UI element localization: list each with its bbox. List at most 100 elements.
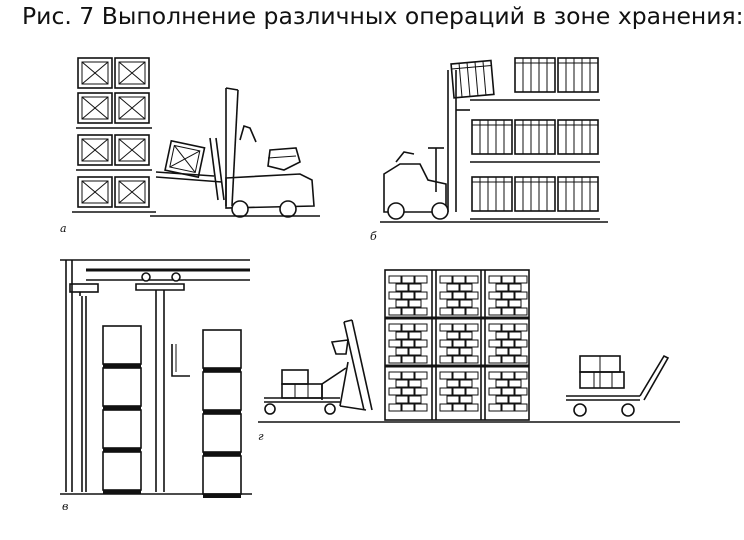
brick — [439, 403, 453, 412]
brick — [452, 339, 466, 348]
brick — [514, 355, 528, 364]
brick — [446, 283, 460, 292]
brick — [439, 323, 453, 332]
brick — [495, 283, 509, 292]
brick — [501, 307, 515, 316]
brick — [465, 323, 479, 332]
brick — [388, 291, 402, 300]
brick — [395, 347, 409, 356]
brick — [459, 331, 473, 340]
brick — [439, 307, 453, 316]
brick — [388, 307, 402, 316]
brick — [465, 339, 479, 348]
brick — [401, 387, 415, 396]
brick — [452, 323, 466, 332]
brick — [414, 403, 428, 412]
brick — [388, 403, 402, 412]
brick — [488, 355, 502, 364]
brick — [495, 395, 509, 404]
trolley-g-left — [264, 369, 340, 415]
brick — [495, 299, 509, 308]
brick — [501, 387, 515, 396]
bin-stack-v-right — [202, 329, 242, 499]
panel-v: в — [60, 259, 252, 513]
brick — [465, 275, 479, 284]
brick — [408, 283, 422, 292]
forklift-b — [380, 59, 608, 223]
brick — [439, 291, 453, 300]
brick — [501, 275, 515, 284]
brick — [488, 339, 502, 348]
forklift-a — [150, 87, 320, 218]
figure-title: Рис. 7 Выполнение различных операций в з… — [22, 2, 744, 30]
brick — [495, 331, 509, 340]
rack-g — [384, 269, 530, 421]
brick — [446, 379, 460, 388]
box-stack-b — [470, 57, 600, 220]
brick — [452, 307, 466, 316]
brick — [408, 395, 422, 404]
brick — [452, 355, 466, 364]
brick — [388, 339, 402, 348]
brick — [465, 371, 479, 380]
brick — [395, 395, 409, 404]
brick — [508, 379, 522, 388]
brick — [401, 323, 415, 332]
brick — [401, 371, 415, 380]
brick — [495, 379, 509, 388]
brick — [465, 387, 479, 396]
brick — [452, 387, 466, 396]
brick — [514, 387, 528, 396]
brick — [495, 347, 509, 356]
brick — [459, 379, 473, 388]
brick — [401, 403, 415, 412]
brick — [401, 275, 415, 284]
brick — [388, 387, 402, 396]
crate-stack-a — [72, 57, 156, 213]
brick — [508, 331, 522, 340]
brick — [401, 339, 415, 348]
brick — [452, 275, 466, 284]
brick — [514, 307, 528, 316]
brick — [501, 323, 515, 332]
brick — [459, 347, 473, 356]
panel-label-g: г — [258, 430, 264, 443]
storage-operations-figure: а — [60, 57, 680, 513]
brick — [414, 291, 428, 300]
brick — [408, 299, 422, 308]
overhead-crane-v — [60, 259, 250, 492]
brick — [508, 347, 522, 356]
panel-label-v: в — [62, 500, 68, 513]
brick — [446, 395, 460, 404]
brick — [446, 331, 460, 340]
brick — [514, 403, 528, 412]
brick — [508, 395, 522, 404]
brick — [488, 307, 502, 316]
brick — [439, 371, 453, 380]
brick — [465, 355, 479, 364]
brick — [514, 323, 528, 332]
brick — [488, 387, 502, 396]
brick — [414, 323, 428, 332]
brick — [465, 291, 479, 300]
brick — [501, 403, 515, 412]
brick — [508, 283, 522, 292]
brick — [459, 395, 473, 404]
brick — [514, 275, 528, 284]
brick — [401, 307, 415, 316]
brick — [408, 347, 422, 356]
brick — [446, 299, 460, 308]
brick — [465, 403, 479, 412]
brick — [439, 275, 453, 284]
brick — [488, 371, 502, 380]
brick — [446, 347, 460, 356]
brick — [452, 371, 466, 380]
brick — [439, 339, 453, 348]
brick — [388, 371, 402, 380]
brick — [501, 371, 515, 380]
brick — [408, 379, 422, 388]
brick — [508, 299, 522, 308]
brick — [459, 283, 473, 292]
panel-a: а — [60, 57, 320, 235]
brick — [514, 291, 528, 300]
